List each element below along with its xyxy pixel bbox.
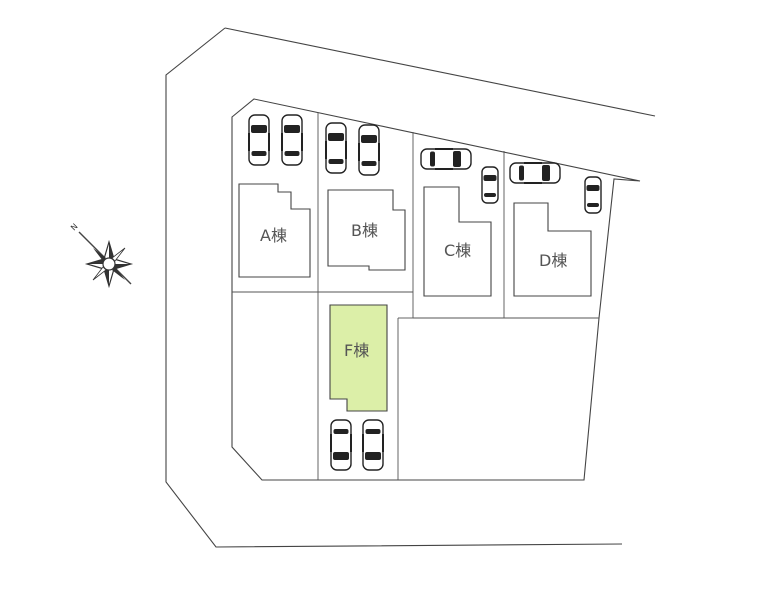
building-f-label: F棟 [344,341,369,360]
lot-divisions [232,113,599,480]
building-c[interactable]: C棟 [423,186,492,297]
car-topview-icon [325,122,347,174]
car-topview-icon [330,419,352,471]
building-d-label: D棟 [539,251,567,270]
building-a[interactable]: A棟 [238,183,311,278]
car-topview-icon [358,124,380,176]
car-topview-icon [281,114,303,166]
building-f[interactable]: F棟 [329,304,388,412]
compass-north-label: N [69,222,80,233]
building-c-label: C棟 [444,241,471,260]
car-topview-icon [420,148,472,170]
car-topview-icon [362,419,384,471]
road-edge-west [165,27,623,548]
building-b[interactable]: B棟 [327,189,406,271]
car-topview-icon [509,162,561,184]
building-f-highlight [329,304,388,412]
car-topview-icon [481,166,499,204]
building-a-label: A棟 [260,226,287,245]
parking-cars [248,114,602,471]
north-arrow-compass-icon: N [69,222,134,289]
road-edge-north [224,27,656,117]
building-b-label: B棟 [351,221,378,240]
car-topview-icon [248,114,270,166]
building-d[interactable]: D棟 [513,202,592,297]
car-topview-icon [584,176,602,214]
